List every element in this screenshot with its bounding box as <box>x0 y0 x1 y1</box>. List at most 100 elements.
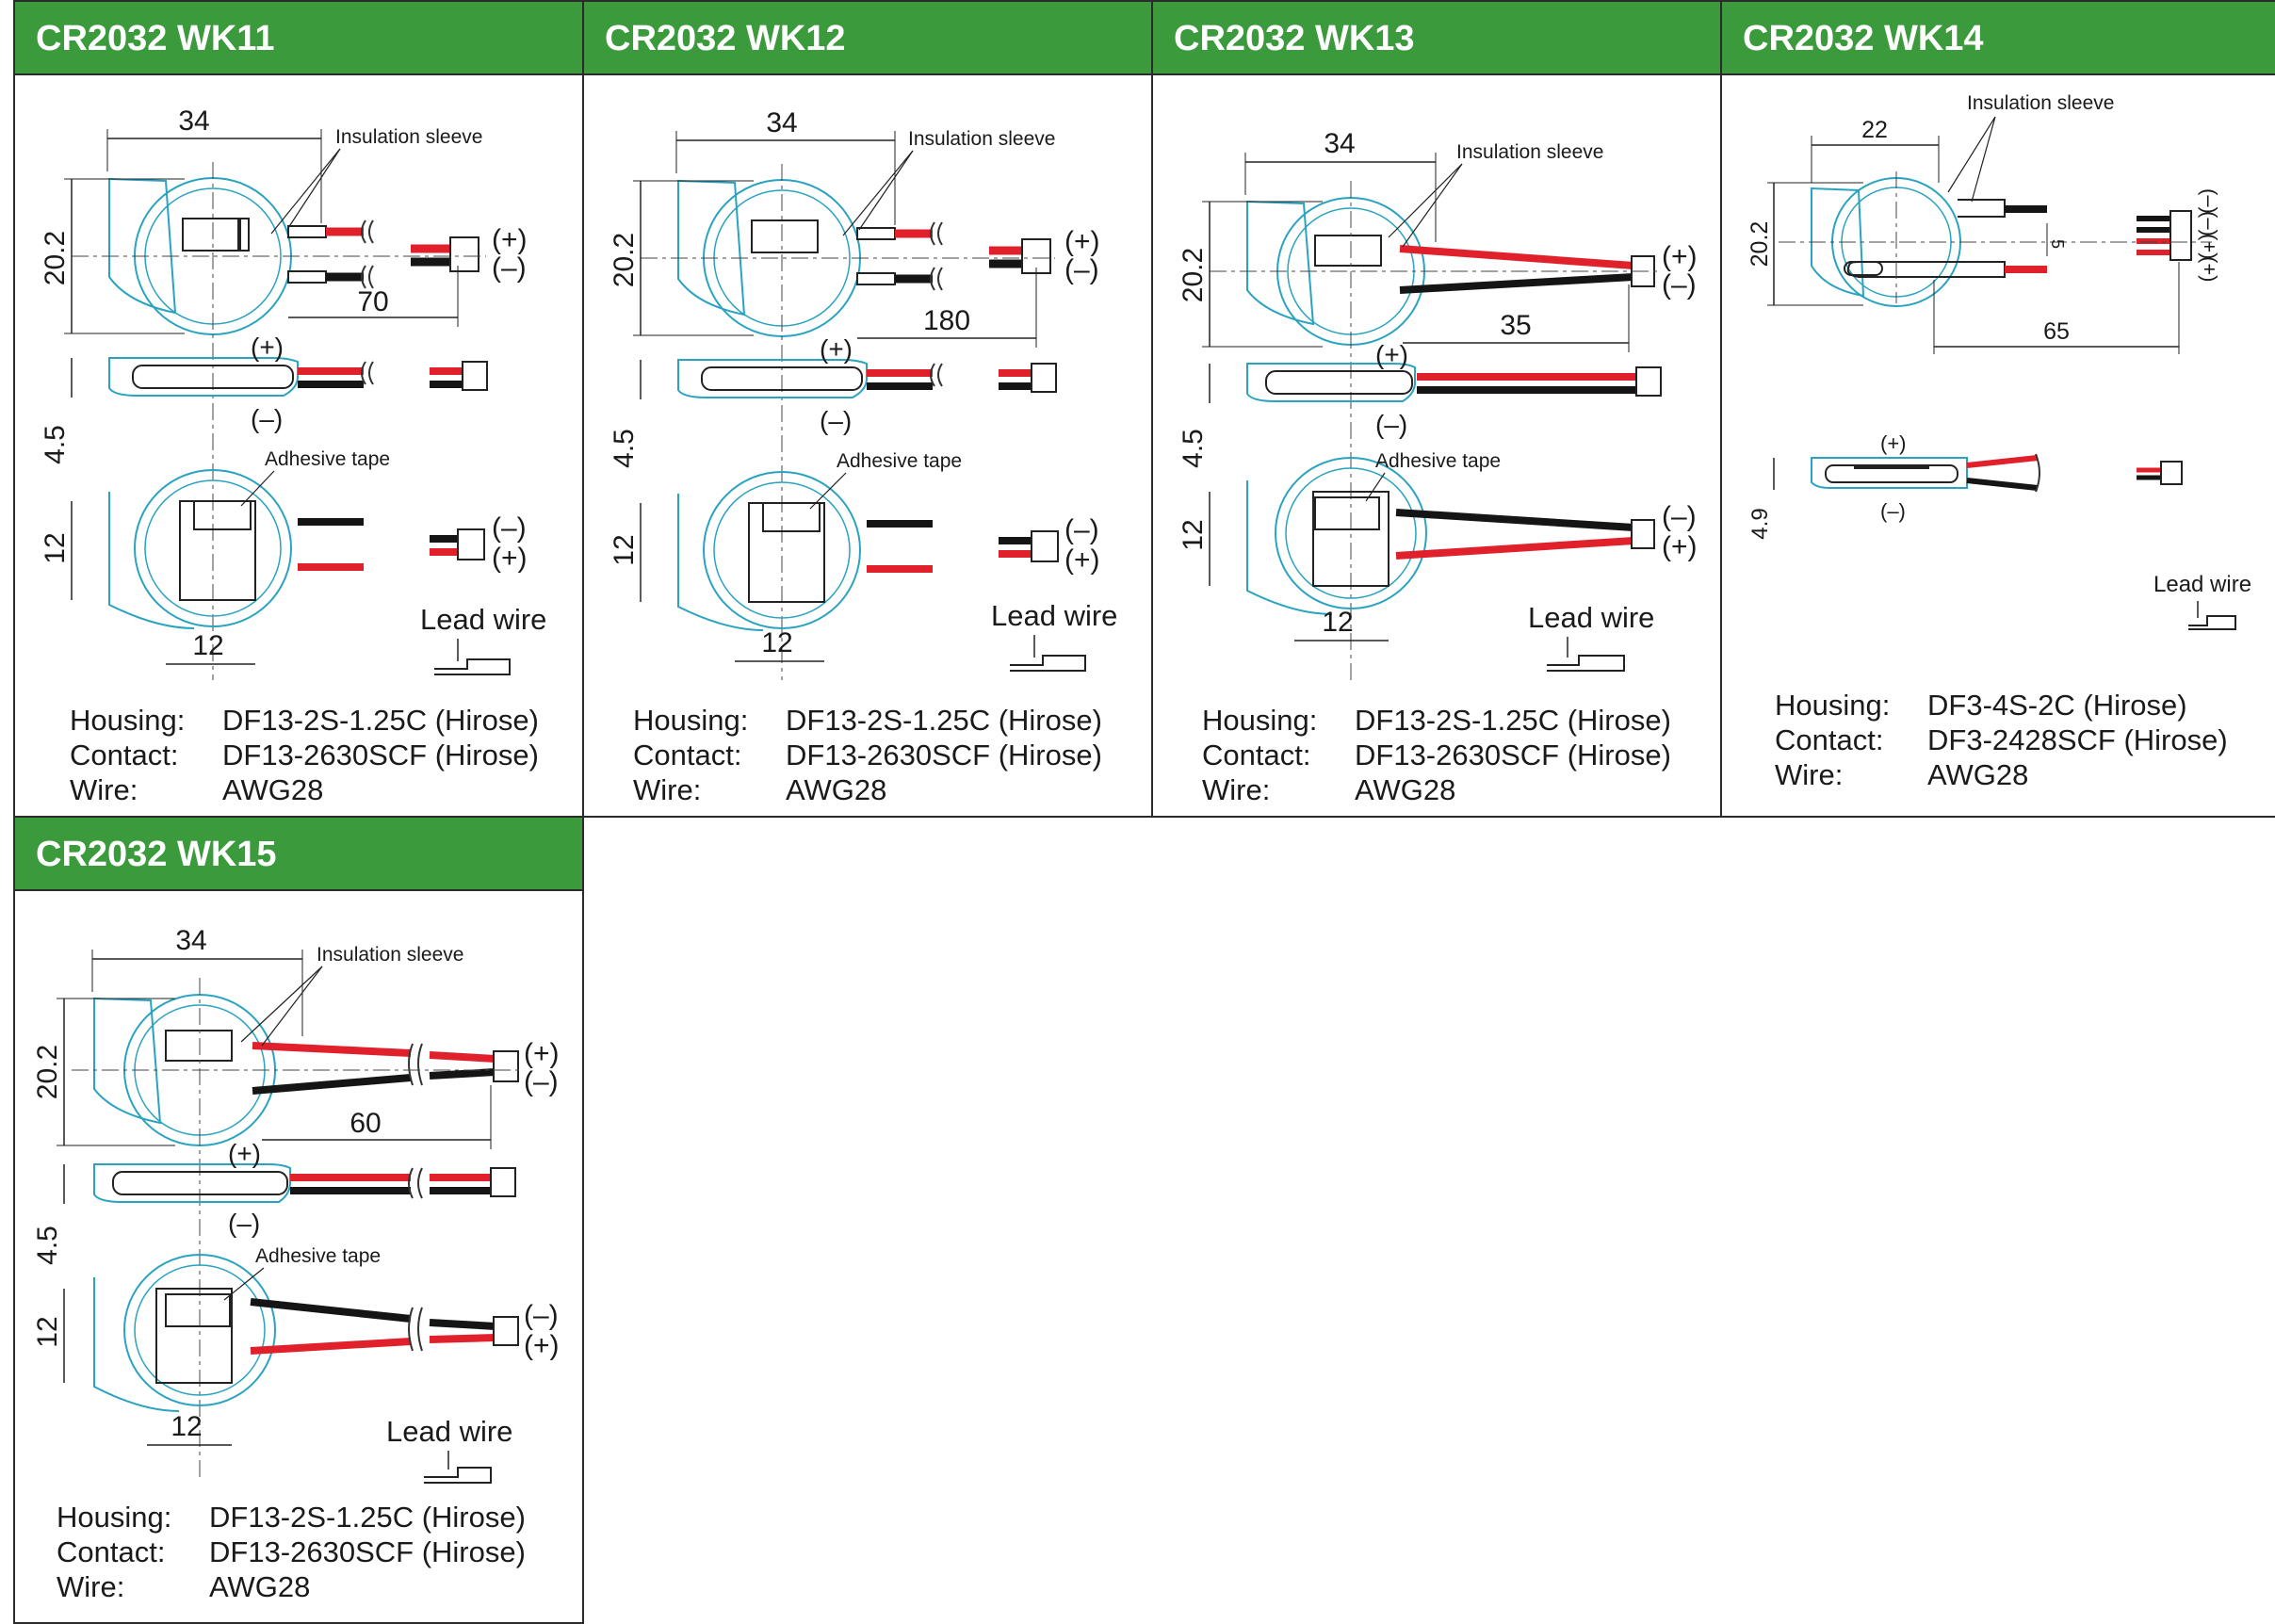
svg-text:(+): (+) <box>820 334 853 364</box>
dim-tape-w: 12 <box>171 1411 202 1442</box>
svg-text:(–): (–) <box>2198 188 2221 214</box>
svg-text:Lead wire: Lead wire <box>2153 572 2251 597</box>
svg-text:(+): (+) <box>1064 544 1100 576</box>
side-view: (+) (–) 4.5 <box>1178 340 1662 468</box>
bottom-view: (–) (+) Adhesive tape 12 12 Lead wire <box>1178 450 1698 672</box>
dim-height: 20.2 <box>32 1045 63 1099</box>
dim-height: 20.2 <box>1747 221 1773 268</box>
svg-text:Adhesive tape: Adhesive tape <box>255 1245 381 1267</box>
panel-title: CR2032 WK11 <box>15 2 582 75</box>
plus-label: (+) <box>492 224 528 255</box>
svg-text:(+): (+) <box>1662 241 1698 272</box>
panel-title: CR2032 WK13 <box>1153 2 1720 75</box>
side-plus: (+) <box>251 333 284 362</box>
lead-wire-label: Lead wire <box>420 603 546 636</box>
spec-table: Housing:DF13-2S-1.25C (Hirose) Contact:D… <box>1202 704 1671 806</box>
insulation-sleeve-label: Insulation sleeve <box>335 126 482 148</box>
dim-tape-h: 12 <box>40 532 71 563</box>
svg-text:(–): (–) <box>2198 211 2221 236</box>
svg-text:(–): (–) <box>1880 499 1906 523</box>
bottom-view: (–) (+) Adhesive tape 12 12 Lead wire <box>32 1245 560 1484</box>
svg-text:(–): (–) <box>524 1066 559 1097</box>
svg-text:(+): (+) <box>1064 226 1100 257</box>
bottom-view: (–) (+) Adhesive tape 12 12 Lead wire <box>40 448 546 675</box>
svg-text:(+): (+) <box>1880 431 1907 455</box>
svg-text:(+): (+) <box>2198 234 2221 260</box>
svg-text:Lead wire: Lead wire <box>1528 601 1654 634</box>
panel-wk12: CR2032 WK12 (+) (–) 34 Insulation sleeve <box>582 0 1153 818</box>
dim-tape-w: 12 <box>761 627 792 658</box>
svg-text:(–): (–) <box>1064 514 1099 545</box>
side-view: (+) (–) 4.9 <box>1747 431 2183 540</box>
dim-tape-w: 12 <box>192 630 223 661</box>
spec-table: Housing:DF13-2S-1.25C (Hirose) Contact:D… <box>57 1501 526 1603</box>
dim-width: 34 <box>175 925 206 956</box>
panel-wk11: CR2032 WK11 (+) (–) 34 Insulat <box>13 0 584 818</box>
dim-tape-h: 12 <box>1178 519 1209 550</box>
panel-title: CR2032 WK15 <box>15 818 582 891</box>
panel-wk15: CR2032 WK15 (+) (–) 34 Insulation sleeve <box>13 816 584 1624</box>
dim-lead: 35 <box>1500 310 1531 341</box>
svg-text:(–): (–) <box>228 1209 260 1238</box>
dim-pitch: 5 <box>2048 239 2067 249</box>
svg-text:Adhesive tape: Adhesive tape <box>1375 450 1501 472</box>
dim-lead: 60 <box>349 1108 381 1139</box>
side-view: (+) (–) 4.5 <box>40 333 488 464</box>
drawing-wk15: (+) (–) 34 Insulation sleeve 20.2 60 <box>32 925 560 1484</box>
svg-text:Adhesive tape: Adhesive tape <box>837 450 962 472</box>
panel-title: CR2032 WK12 <box>584 2 1151 75</box>
svg-text:Lead wire: Lead wire <box>386 1415 512 1448</box>
svg-text:Insulation sleeve: Insulation sleeve <box>1456 141 1603 163</box>
svg-text:(–): (–) <box>1064 254 1099 285</box>
bottom-view: (–) (+) Adhesive tape 12 12 Lead wire <box>609 450 1117 672</box>
dim-lead: 70 <box>357 286 388 317</box>
spec-table: Housing:DF13-2S-1.25C (Hirose) Contact:D… <box>633 704 1102 806</box>
svg-text:Insulation sleeve: Insulation sleeve <box>317 944 463 966</box>
svg-text:(–): (–) <box>1662 501 1697 532</box>
drawing-wk12: (+) (–) 34 Insulation sleeve 20.2 180 <box>609 107 1117 680</box>
dim-width: 34 <box>766 107 797 138</box>
svg-text:Insulation sleeve: Insulation sleeve <box>908 128 1055 150</box>
dim-height: 20.2 <box>40 231 71 285</box>
dim-width: 34 <box>178 106 209 137</box>
dim-thickness: 4.5 <box>32 1226 63 1265</box>
dim-width: 34 <box>1324 128 1355 159</box>
panel-wk14: CR2032 WK14 (–) (–) (+) (+) <box>1720 0 2275 818</box>
dim-lead: 180 <box>923 305 970 336</box>
spec-table: Housing:DF13-2S-1.25C (Hirose) Contact:D… <box>70 704 539 806</box>
dim-width: 22 <box>1861 117 1888 143</box>
top-view: (+) (–) 34 Insulation sleeve 20.2 35 <box>1178 128 1698 680</box>
top-view: (+) (–) 34 Insulation sleeve 20.2 70 <box>40 106 528 680</box>
top-view: (+) (–) 34 Insulation sleeve 20.2 180 <box>609 107 1100 680</box>
drawing-wk11: (+) (–) 34 Insulation sleeve 20.2 70 <box>40 106 546 680</box>
dim-height: 20.2 <box>609 233 640 287</box>
lead-wire-detail: Lead wire <box>2153 572 2251 630</box>
side-view: (+) (–) 4.5 <box>32 1139 516 1265</box>
dim-thickness: 4.5 <box>1178 429 1209 468</box>
svg-text:(+): (+) <box>1375 340 1408 369</box>
svg-text:Insulation sleeve: Insulation sleeve <box>1967 92 2114 114</box>
dim-lead: 65 <box>2043 318 2070 345</box>
dim-tape-h: 12 <box>32 1316 63 1347</box>
svg-text:(–): (–) <box>1662 269 1697 300</box>
svg-text:(–): (–) <box>1375 410 1407 439</box>
spec-table: Housing:DF3-4S-2C (Hirose) Contact:DF3-2… <box>1775 689 2228 791</box>
svg-text:Lead wire: Lead wire <box>991 599 1117 632</box>
dim-thickness: 4.5 <box>609 429 640 468</box>
svg-text:(+): (+) <box>228 1139 261 1168</box>
svg-text:(+): (+) <box>524 1038 560 1069</box>
bottom-plus: (+) <box>492 543 528 574</box>
minus-label: (–) <box>492 252 527 284</box>
side-view: (+) (–) 4.5 <box>609 334 1057 468</box>
top-view: (+) (–) 34 Insulation sleeve 20.2 60 <box>32 925 560 1477</box>
dim-thickness: 4.9 <box>1747 508 1773 539</box>
svg-text:(+): (+) <box>1662 531 1698 562</box>
svg-text:(+): (+) <box>2198 256 2221 283</box>
side-minus: (–) <box>251 404 283 433</box>
dim-tape-w: 12 <box>1322 607 1353 638</box>
adhesive-tape-label: Adhesive tape <box>265 448 390 470</box>
dim-thickness: 4.5 <box>40 425 71 464</box>
drawing-wk14: (–) (–) (+) (+) 22 Insulation sleeve 20.… <box>1747 92 2251 630</box>
panel-title: CR2032 WK14 <box>1722 2 2275 75</box>
svg-text:(+): (+) <box>524 1330 560 1361</box>
